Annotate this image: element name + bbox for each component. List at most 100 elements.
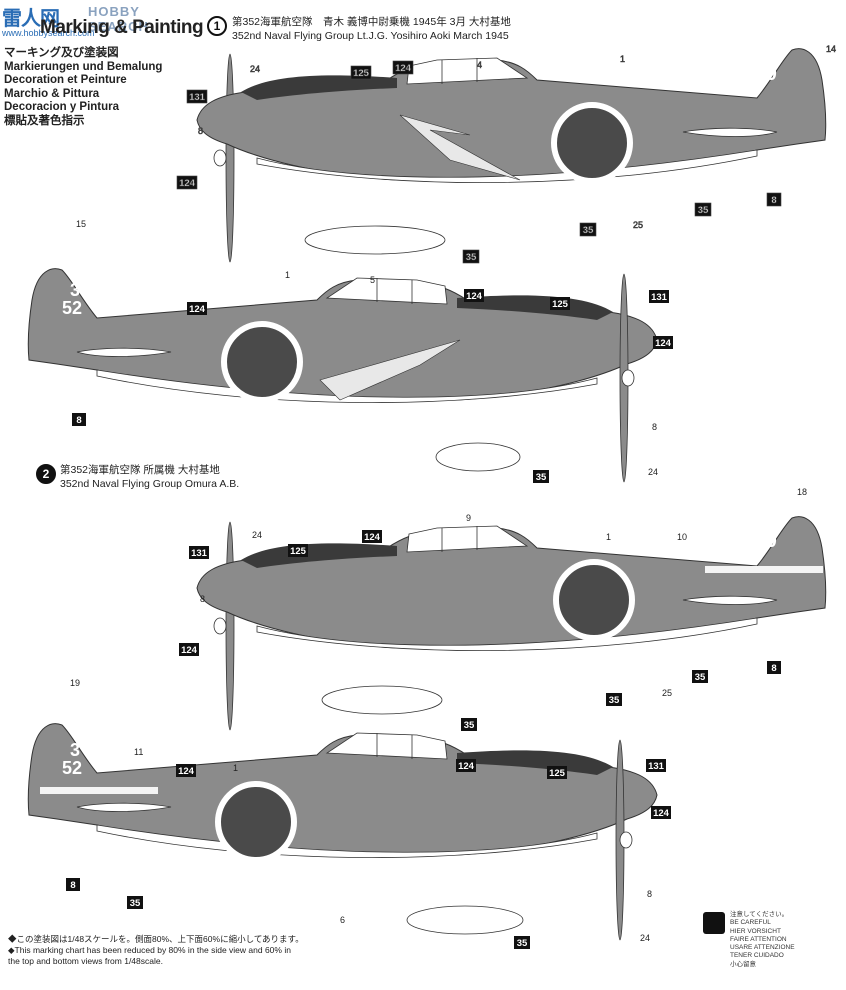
callout-box-label: 124 xyxy=(364,532,381,543)
callout-box-label: 35 xyxy=(466,252,477,263)
callout-box-label: 125 xyxy=(549,768,566,779)
callouts-1: 24 125 124 4 1 14 131 8 124 25 35 8 35 3… xyxy=(176,44,836,264)
callout-box-label: 8 xyxy=(771,195,776,206)
callout-label: 9 xyxy=(466,513,471,523)
callout-label: 8 xyxy=(198,126,203,136)
hinomaru xyxy=(221,321,303,403)
callout-label: 5 xyxy=(370,275,375,285)
aircraft-2-side-left xyxy=(196,516,827,731)
code-mid: 52 xyxy=(62,298,82,318)
callout-label: 19 xyxy=(70,678,80,688)
aircraft-2-code: 3 52 -20 xyxy=(62,280,117,318)
aircraft-1-code: 3 52 -20 xyxy=(722,57,777,95)
caution-line: FAIRE ATTENTION xyxy=(730,935,787,943)
callout-box-label: 35 xyxy=(698,205,709,216)
lang-de: Markierungen und Bemalung xyxy=(4,60,163,73)
caution-line: 注意してください。 xyxy=(730,911,789,918)
code-top: 3 xyxy=(70,740,80,760)
hinomaru xyxy=(551,102,633,184)
callout-box-label: 124 xyxy=(466,291,483,302)
callout-label: 25 xyxy=(633,220,643,230)
scheme1-en: 352nd Naval Flying Group Lt.J.G. Yosihir… xyxy=(232,30,509,42)
scheme2-badge: 2 xyxy=(36,464,56,484)
callout-label: 25 xyxy=(662,688,672,698)
aircraft-4-code: 3 52 -50 xyxy=(62,740,117,778)
hinomaru xyxy=(215,781,297,863)
callout-box-label: 124 xyxy=(189,304,206,315)
callout-box-label: 35 xyxy=(536,472,547,483)
lang-es: Decoracion y Pintura xyxy=(4,101,120,113)
aircraft-1-side-right xyxy=(27,268,658,483)
code-right: -50 xyxy=(88,745,117,767)
callout-box-label: 8 xyxy=(771,663,776,674)
scheme2-en: 352nd Naval Flying Group Omura A.B. xyxy=(60,478,240,490)
code-mid: 52 xyxy=(722,75,742,95)
code-mid: 52 xyxy=(722,542,742,562)
callout-label: 10 xyxy=(677,532,687,542)
watermark-logo: 雷人网 xyxy=(2,6,60,30)
callout-box-label: 35 xyxy=(130,898,141,909)
callout-label: 24 xyxy=(252,530,262,540)
callout-box-label: 124 xyxy=(653,808,670,819)
callout-label: 11 xyxy=(134,747,143,757)
callout-label: 8 xyxy=(652,422,657,432)
aircraft-2-side-right xyxy=(27,723,658,941)
lang-cn: 標貼及著色指示 xyxy=(4,114,85,127)
lang-it: Marchio & Pittura xyxy=(4,87,100,100)
callout-label: 24 xyxy=(640,933,650,943)
scheme1-jp: 第352海軍航空隊 青木 義博中尉乗機 1945年 3月 大村基地 xyxy=(232,16,511,28)
code-top: 3 xyxy=(70,280,80,300)
callout-box-label: 131 xyxy=(189,92,206,103)
callout-box-label: 124 xyxy=(181,645,198,656)
footnote-line: ◆この塗装図は1/48スケールを。側面80%、上下面60%に縮小してあります。 xyxy=(8,934,304,944)
code-top: 3 xyxy=(730,57,740,77)
callout-label: 24 xyxy=(250,64,260,74)
callout-box-label: 8 xyxy=(76,415,81,426)
watermark-search: HOBBY SEARCH xyxy=(88,4,149,34)
callout-box-label: 131 xyxy=(191,548,208,559)
footnote-line: ◆This marking chart has been reduced by … xyxy=(8,945,291,955)
callout-label: 1 xyxy=(620,54,625,64)
callout-box-label: 125 xyxy=(353,68,370,79)
callout-box-label: 35 xyxy=(695,672,706,683)
lang-jp: マーキング及び塗装図 xyxy=(4,47,119,59)
callout-box-label: 8 xyxy=(70,880,75,891)
watermark: 雷人网 HOBBY SEARCH www.hobbysearch.com xyxy=(0,0,205,38)
code-right: -20 xyxy=(88,285,117,307)
callout-box-label: 131 xyxy=(651,292,668,303)
callout-label: 18 xyxy=(797,487,807,497)
callout-box-label: 124 xyxy=(178,766,195,777)
callout-box-label: 35 xyxy=(464,720,475,731)
callout-box-label: 125 xyxy=(552,299,569,310)
callout-label: 6 xyxy=(340,915,345,925)
callouts-2: 15 1 5 124 124 125 131 124 8 8 35 24 xyxy=(72,219,673,483)
code-top: 3 xyxy=(730,524,740,544)
scheme2-jp: 第352海軍航空隊 所属機 大村基地 xyxy=(60,464,220,476)
caution-line: 小心留意 xyxy=(730,960,756,968)
aircraft-3-code: 3 52 -50 xyxy=(722,524,777,562)
watermark-url: www.hobbysearch.com xyxy=(2,28,95,38)
callout-box-label: 124 xyxy=(395,63,412,74)
callout-box-label: 35 xyxy=(609,695,620,706)
callout-label: 1 xyxy=(606,532,611,542)
hinomaru xyxy=(553,559,635,641)
callout-box-label: 125 xyxy=(290,546,307,557)
callout-label: 1 xyxy=(233,763,238,773)
caution-line: TENER CUIDADO xyxy=(730,952,784,960)
callout-box-label: 35 xyxy=(583,225,594,236)
code-right: -50 xyxy=(748,530,777,552)
callout-label: 8 xyxy=(647,889,652,899)
footnote: ◆この塗装図は1/48スケールを。側面80%、上下面60%に縮小してあります。 … xyxy=(8,934,304,967)
code-mid: 52 xyxy=(62,758,82,778)
caution-line: BE CAREFUL xyxy=(730,919,771,927)
callouts-3: 24 131 125 124 9 1 10 18 8 124 25 35 8 3… xyxy=(179,487,807,731)
callouts-4: 19 11 124 1 124 125 131 124 8 35 6 8 35 … xyxy=(66,678,671,949)
aircraft-1-side-left xyxy=(196,48,827,263)
callout-box-label: 124 xyxy=(179,178,196,189)
callout-box-label: 35 xyxy=(517,938,528,949)
lang-fr: Decoration et Peinture xyxy=(4,74,127,86)
callout-label: 15 xyxy=(76,219,86,229)
callout-box-label: 131 xyxy=(648,761,665,772)
